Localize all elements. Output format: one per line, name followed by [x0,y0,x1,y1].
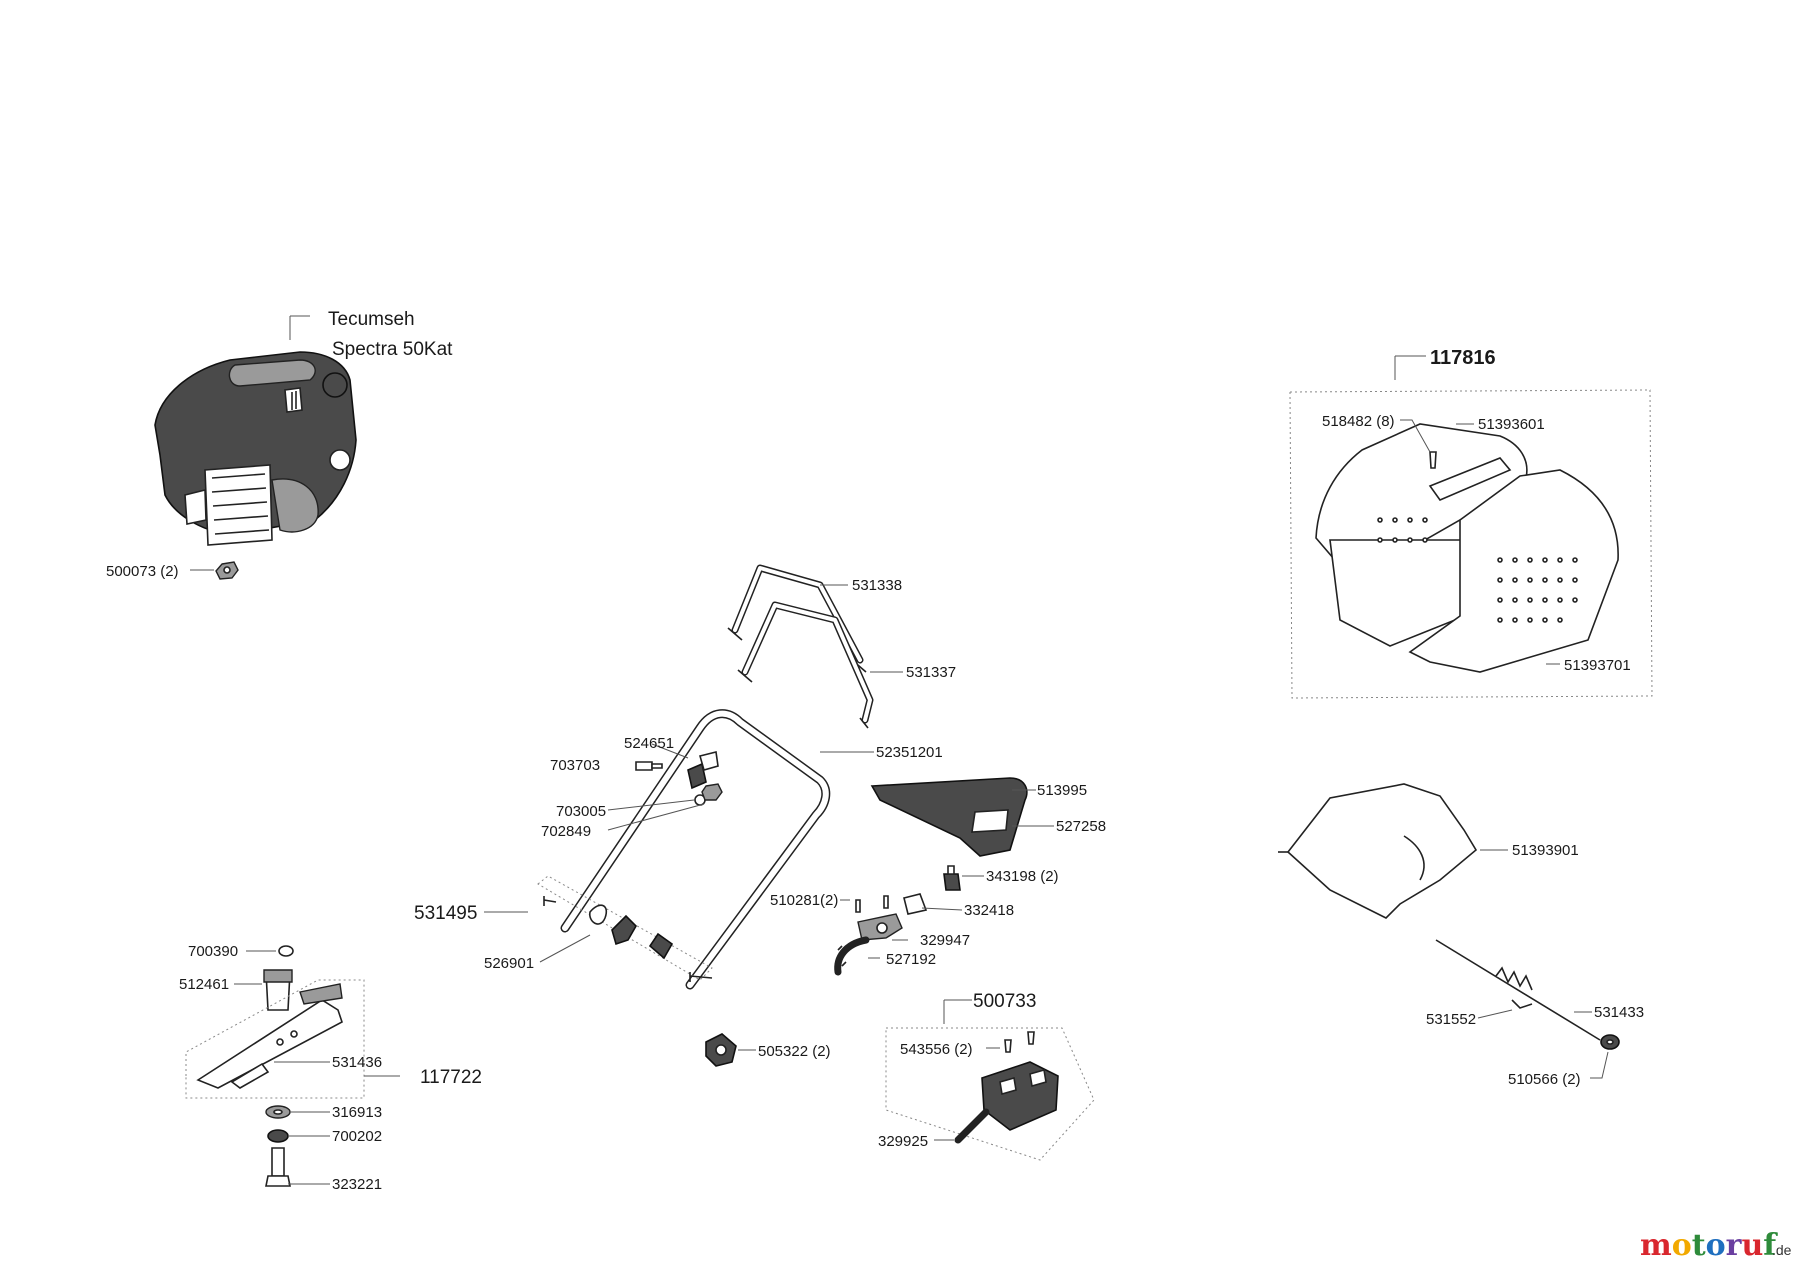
engine-label-line2: Spectra 50Kat [332,339,453,360]
rear-flap-51393901 [1278,783,1478,919]
washer-700202 [267,1129,289,1143]
label-329925: 329925 [878,1133,928,1150]
bolt-703703 [635,761,663,771]
cable-527192 [834,936,870,976]
clamp-329947 [857,913,903,941]
label-543556: 543556 (2) [900,1041,973,1058]
mesh-pattern [1377,517,1578,623]
label-316913: 316913 [332,1104,382,1121]
logo-letter-o: o [1672,1228,1692,1263]
label-700202: 700202 [332,1128,382,1145]
washer-510566 [1600,1034,1620,1050]
label-343198: 343198 (2) [986,868,1059,885]
label-510566: 510566 (2) [1508,1071,1581,1088]
label-531495: 531495 [414,903,477,924]
label-117816: 117816 [1430,347,1496,369]
nut-702849 [701,783,723,801]
logo-letter-u: u [1741,1228,1763,1263]
engine-assembly [154,315,357,546]
screw-510281 [855,895,889,913]
logo-letter-f: f [1763,1228,1778,1263]
label-323221: 323221 [332,1176,382,1193]
logo-letter-t: t [1692,1228,1706,1263]
watermark-tld: .de [1772,1242,1792,1258]
bag-frame-51393701 [1329,469,1619,673]
lever-513995 [870,777,1028,857]
label-526901: 526901 [484,955,534,972]
cap-700390 [278,945,294,957]
label-703703: 703703 [550,757,600,774]
logo-letter-m: m [1640,1228,1672,1263]
lower-handle-52351201 [560,709,831,990]
label-527258: 527258 [1056,818,1106,835]
label-531433: 531433 [1594,1004,1644,1021]
washer-316913 [265,1105,291,1119]
label-700390: 700390 [188,943,238,960]
label-52351201: 52351201 [876,744,943,761]
clamp-524651 [687,751,719,790]
clip-505322 [705,1033,737,1067]
label-531337: 531337 [906,664,956,681]
connector-332418 [903,893,928,915]
label-518482: 518482 (8) [1322,413,1395,430]
label-531436: 531436 [332,1054,382,1071]
spring-531552 [1511,999,1533,1009]
connector-343198 [943,865,961,891]
label-500733: 500733 [973,991,1036,1012]
nut-500073 [215,561,239,580]
svg-text:motoruf: motoruf [1640,1228,1778,1263]
label-513995: 513995 [1037,782,1087,799]
label-51393601: 51393601 [1478,416,1545,433]
watermark-logo: motoruf .de [1640,1228,1792,1263]
handle-bar-531337 [737,601,874,729]
label-51393701: 51393701 [1564,657,1631,674]
rod-531433 [1435,939,1601,1041]
adapter-512461 [263,969,293,1011]
label-702849: 702849 [541,823,591,840]
label-51393901: 51393901 [1512,842,1579,859]
label-510281: 510281(2) [770,892,838,909]
switch-329925 [954,1061,1059,1144]
label-500073: 500073 (2) [106,563,179,580]
label-524651: 524651 [624,735,674,752]
blade-531436 [196,983,343,1089]
logo-letter-o2: o [1706,1228,1726,1263]
label-329947: 329947 [920,932,970,949]
logo-letter-r: r [1726,1228,1743,1263]
screw-518482 [1429,451,1437,469]
label-512461: 512461 [179,976,229,993]
label-505322: 505322 (2) [758,1043,831,1060]
bolt-323221 [265,1147,291,1187]
kit-531495-parts [543,896,713,982]
label-332418: 332418 [964,902,1014,919]
label-531552: 531552 [1426,1011,1476,1028]
engine-label-line1: Tecumseh [328,309,415,330]
label-531338: 531338 [852,577,902,594]
screws-543556 [1004,1031,1035,1053]
label-117722: 117722 [420,1067,482,1088]
label-703005: 703005 [556,803,606,820]
label-527192: 527192 [886,951,936,968]
